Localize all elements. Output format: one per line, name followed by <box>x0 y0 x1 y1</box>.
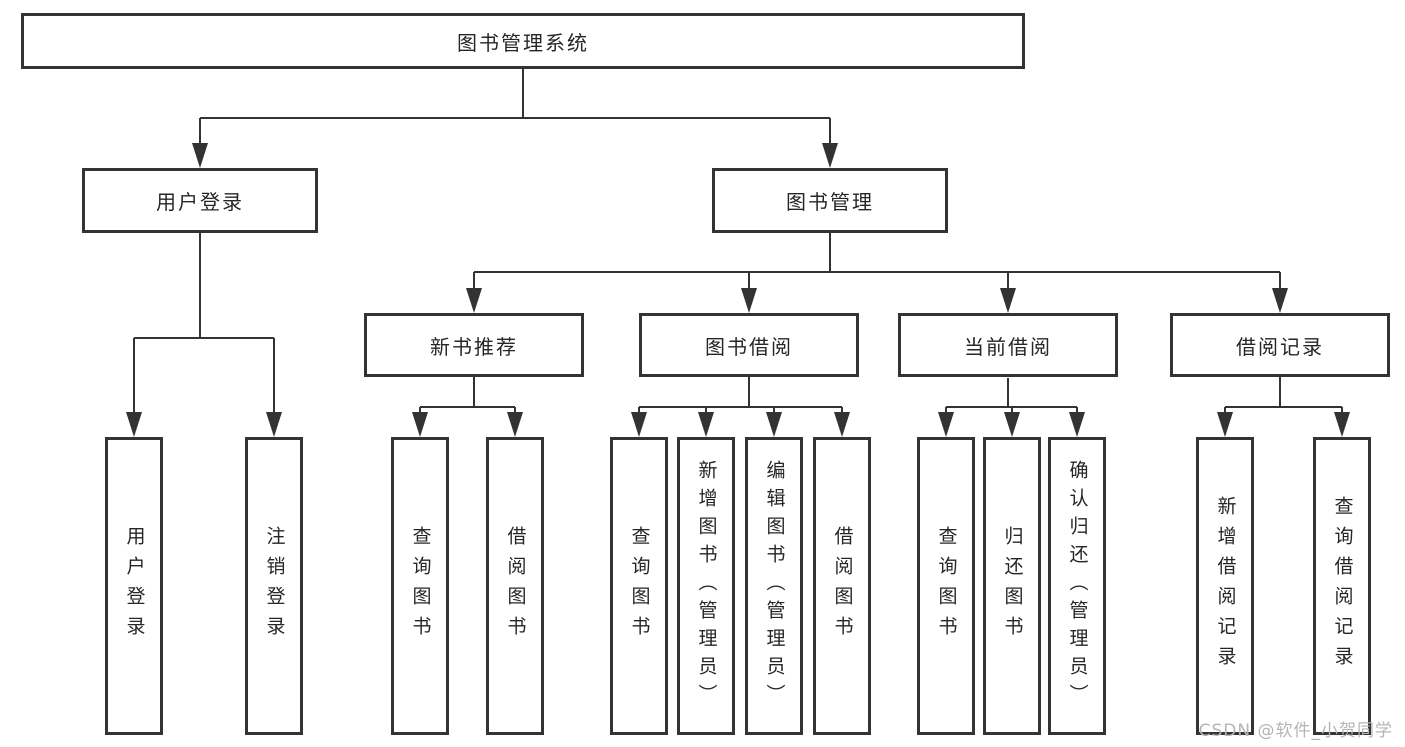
node-label: 图书借阅 <box>705 334 793 359</box>
node-label: 注销登录 <box>263 526 286 646</box>
leaf-add-borrow-record: 新增借阅记录 <box>1196 437 1254 735</box>
node-system-root: 图书管理系统 <box>21 13 1025 69</box>
leaf-edit-books-admin: 编辑图书（管理员） <box>745 437 803 735</box>
node-label: 确认归还（管理员） <box>1066 460 1089 712</box>
node-label: 借阅记录 <box>1236 334 1324 359</box>
node-borrowing-records: 借阅记录 <box>1170 313 1390 377</box>
node-label: 新书推荐 <box>430 334 518 359</box>
node-new-book-recommend: 新书推荐 <box>364 313 584 377</box>
node-label: 归还图书 <box>1001 526 1024 646</box>
node-book-borrowing: 图书借阅 <box>639 313 859 377</box>
node-label: 新增借阅记录 <box>1214 496 1237 676</box>
node-label: 图书管理系统 <box>457 30 589 55</box>
node-label: 用户登录 <box>156 190 244 214</box>
node-label: 查询图书 <box>409 526 432 646</box>
leaf-query-borrow-record: 查询借阅记录 <box>1313 437 1371 735</box>
csdn-watermark: CSDN @软件_小贺同学 <box>1198 721 1393 741</box>
leaf-query-books-current: 查询图书 <box>917 437 975 735</box>
node-label: 借阅图书 <box>504 526 527 646</box>
node-user-login: 用户登录 <box>82 168 318 233</box>
leaf-borrow-books-recommend: 借阅图书 <box>486 437 544 735</box>
leaf-borrow-books: 借阅图书 <box>813 437 871 735</box>
node-label: 用户登录 <box>123 526 146 646</box>
leaf-add-books-admin: 新增图书（管理员） <box>677 437 735 735</box>
node-label: 当前借阅 <box>964 334 1052 359</box>
node-label: 借阅图书 <box>831 526 854 646</box>
leaf-user-login: 用户登录 <box>105 437 163 735</box>
leaf-query-books-recommend: 查询图书 <box>391 437 449 735</box>
node-label: 编辑图书（管理员） <box>763 460 786 712</box>
leaf-confirm-return-admin: 确认归还（管理员） <box>1048 437 1106 735</box>
node-label: 查询图书 <box>628 526 651 646</box>
node-label: 查询借阅记录 <box>1331 496 1354 676</box>
leaf-logout: 注销登录 <box>245 437 303 735</box>
leaf-return-books: 归还图书 <box>983 437 1041 735</box>
leaf-query-books-borrow: 查询图书 <box>610 437 668 735</box>
node-label: 查询图书 <box>935 526 958 646</box>
node-label: 图书管理 <box>786 190 874 214</box>
node-label: 新增图书（管理员） <box>695 460 718 712</box>
node-book-management: 图书管理 <box>712 168 948 233</box>
node-current-borrowing: 当前借阅 <box>898 313 1118 377</box>
